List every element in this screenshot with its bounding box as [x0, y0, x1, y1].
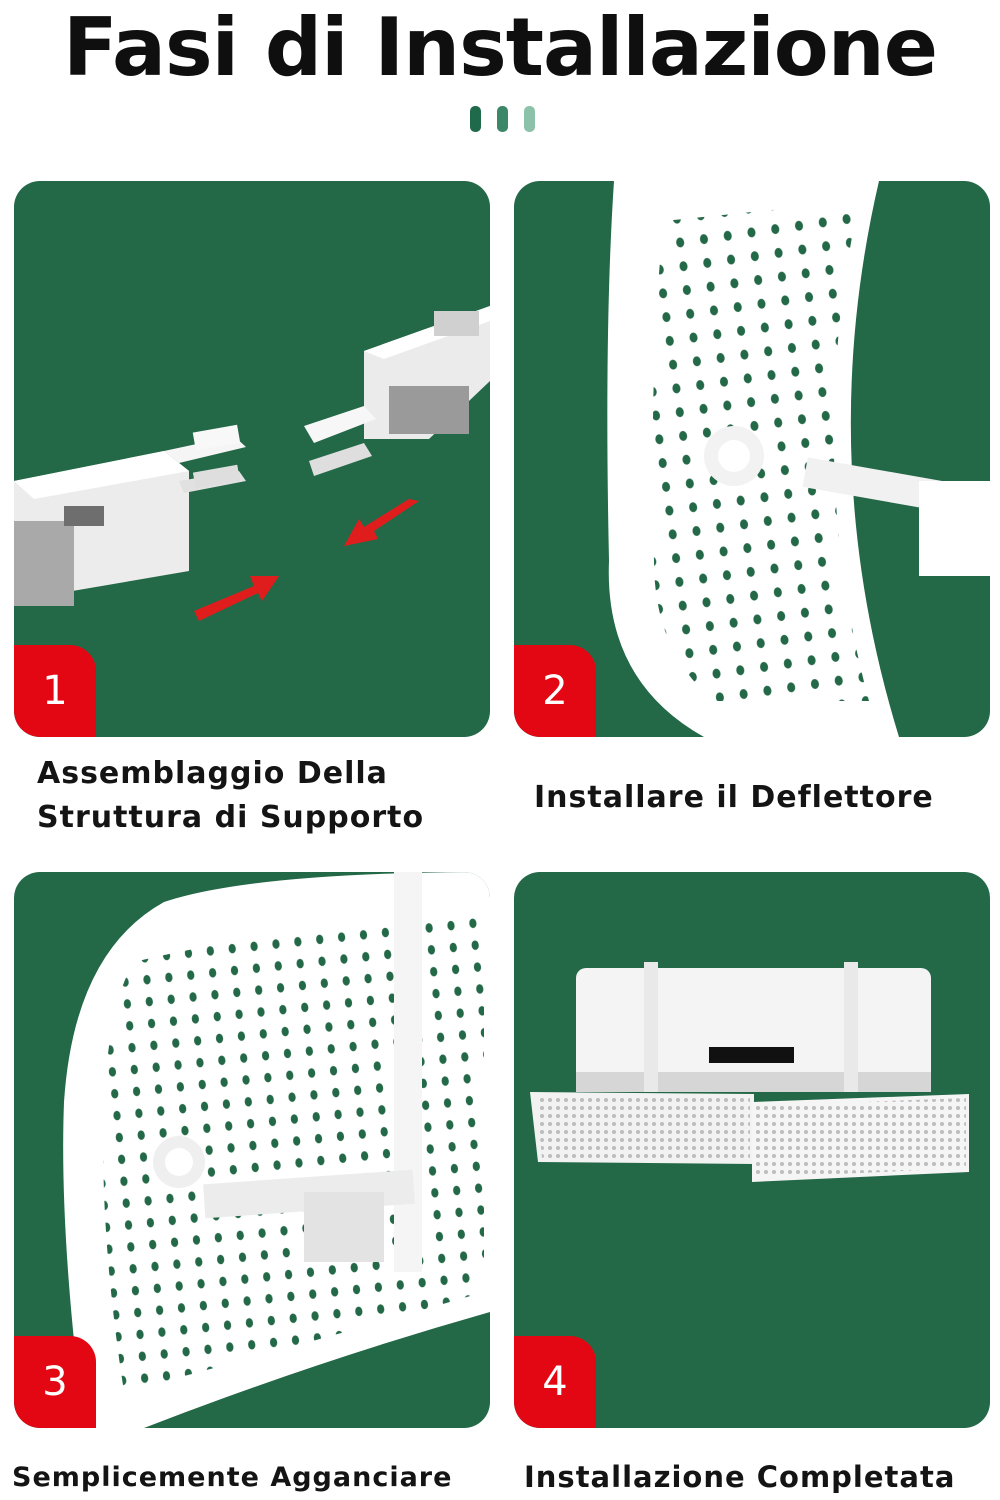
step-1-caption-line2: Struttura di Supporto — [37, 800, 425, 835]
step-3-panel: 3 — [14, 872, 490, 1428]
support-connectors-illustration — [14, 306, 490, 621]
step-1-badge: 1 — [14, 645, 96, 737]
dot-2 — [497, 106, 508, 132]
step-3-caption: Semplicemente Agganciare — [12, 1462, 453, 1493]
step-2-badge: 2 — [514, 645, 596, 737]
step-4-panel: 4 — [514, 872, 990, 1428]
step-2-caption: Installare il Deflettore — [534, 780, 934, 815]
step-4-badge: 4 — [514, 1336, 596, 1428]
page-title: Fasi di Installazione — [63, 1, 938, 94]
hooking-illustration — [63, 872, 490, 1428]
decorative-dots — [470, 106, 540, 132]
step-2-panel: 2 — [514, 181, 990, 737]
dot-1 — [470, 106, 481, 132]
deflector-illustration — [607, 181, 990, 737]
step-4-caption: Installazione Completata — [524, 1460, 956, 1494]
step-1-panel: 1 — [14, 181, 490, 737]
step-1-caption-line1: Assemblaggio Della — [37, 756, 388, 791]
dot-3 — [524, 106, 535, 132]
completed-installation-illustration — [530, 962, 969, 1182]
step-3-badge: 3 — [14, 1336, 96, 1428]
